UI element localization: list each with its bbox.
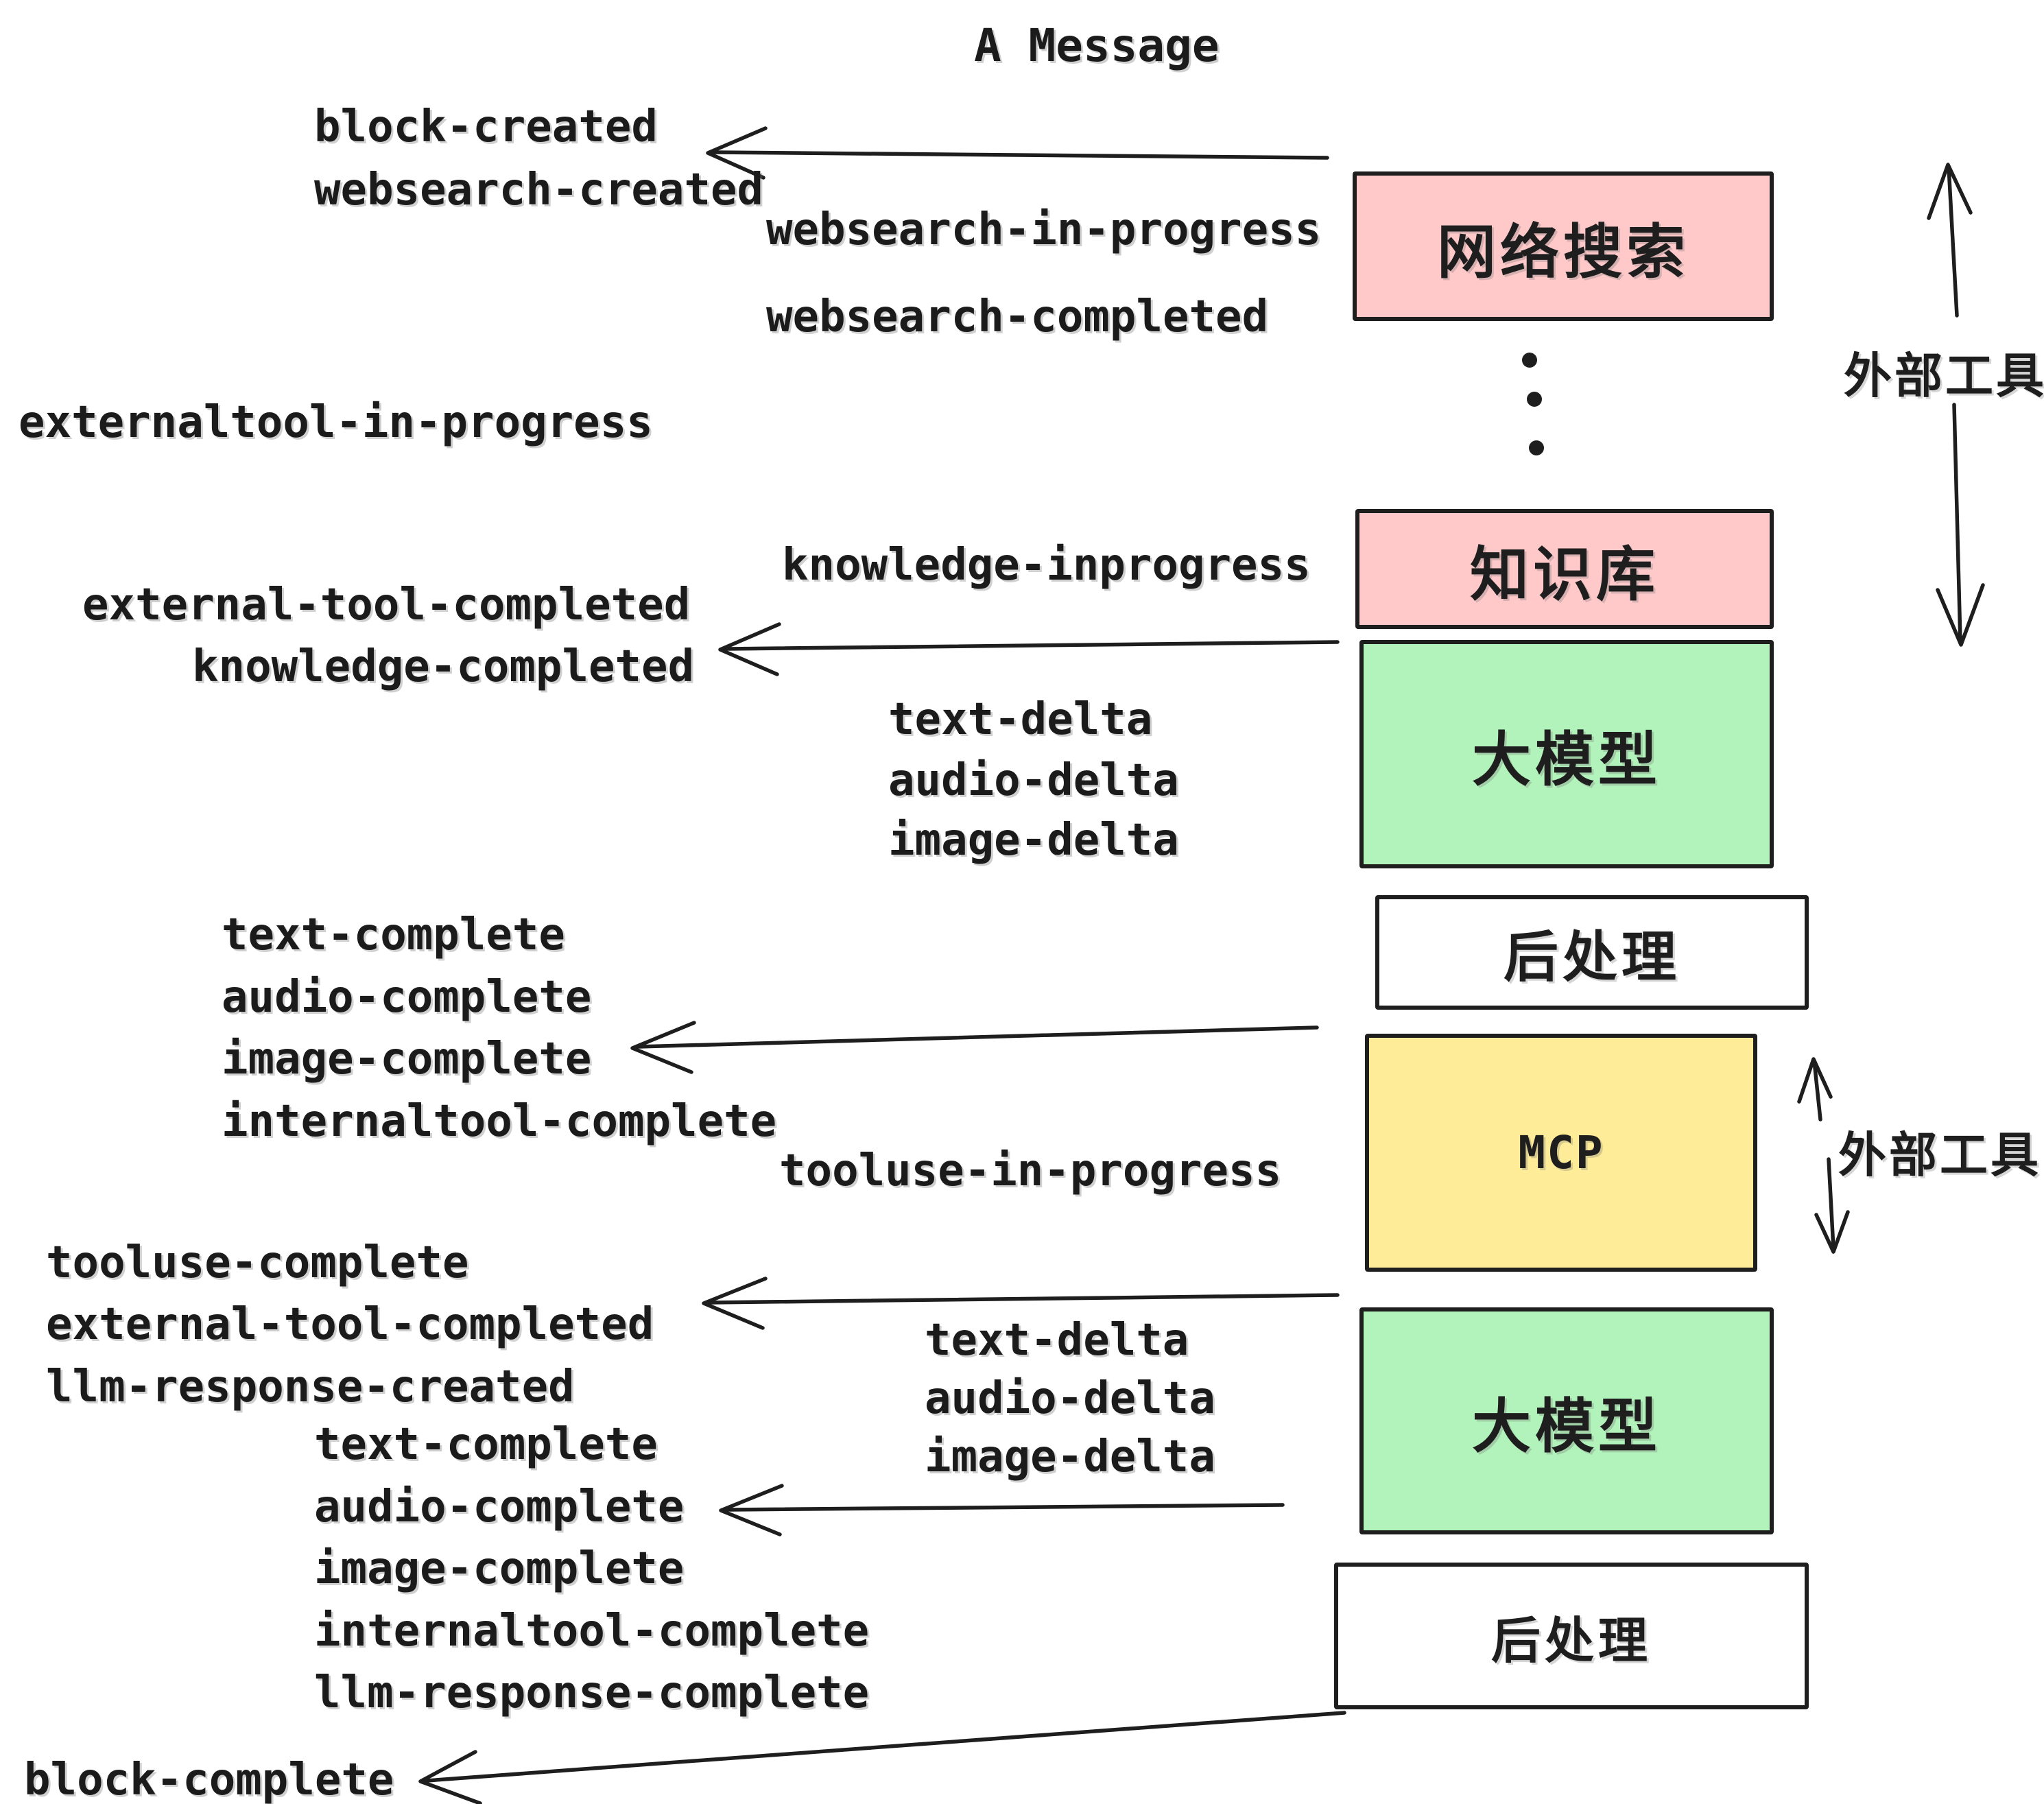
box-websearch-label: 网络搜索 <box>1437 217 1689 287</box>
event-label-tooluse-complete: tooluse-complete <box>46 1237 469 1288</box>
event-label-text-delta: text-delta <box>888 694 1153 745</box>
event-label-audio-delta-2: audio-delta <box>925 1373 1215 1424</box>
box-llm-1-label: 大模型 <box>1472 726 1661 794</box>
box-postprocess-2: 后处理 <box>1334 1563 1809 1709</box>
event-label-image-delta-2: image-delta <box>925 1432 1215 1482</box>
event-label-block-created: block-created <box>314 102 658 152</box>
box-postprocess-1: 后处理 <box>1375 895 1809 1010</box>
event-label-text-complete: text-complete <box>222 910 565 960</box>
event-label-external-tool-completed: external-tool-completed <box>82 580 691 630</box>
event-label-websearch-created: websearch-created <box>314 165 764 215</box>
event-label-audio-delta: audio-delta <box>888 755 1179 806</box>
event-label-knowledge-inprogress: knowledge-inprogress <box>782 540 1311 591</box>
arrow-image-complete <box>630 1021 1319 1074</box>
diagram-title: A Message <box>974 19 1220 72</box>
external-tools-bottom-label: 外部工具 <box>1838 1127 2041 1183</box>
event-label-internaltool-complete-2: internaltool-complete <box>314 1606 870 1657</box>
box-knowledge: 知识库 <box>1355 509 1774 629</box>
box-mcp: MCP <box>1365 1034 1757 1272</box>
box-postprocess-1-label: 后处理 <box>1504 925 1680 989</box>
box-mcp-label: MCP <box>1518 1126 1604 1179</box>
external-tools-top-label: 外部工具 <box>1844 348 2044 404</box>
event-label-text-complete-2: text-complete <box>314 1419 658 1470</box>
event-label-websearch-in-progress: websearch-in-progress <box>766 204 1322 255</box>
event-label-block-complete: block-complete <box>24 1755 394 1804</box>
box-websearch: 网络搜索 <box>1353 171 1774 321</box>
event-label-image-delta: image-delta <box>888 815 1179 866</box>
arrow-block-complete <box>418 1711 1346 1804</box>
box-llm-2-label: 大模型 <box>1472 1392 1661 1461</box>
ellipsis-dots <box>1522 353 1544 455</box>
arrow-audio-complete <box>719 1484 1285 1536</box>
external-tools-top-up-arrow <box>1927 163 1973 318</box>
arrow-websearch-created <box>706 126 1329 180</box>
event-label-external-tool-completed-2: external-tool-completed <box>46 1299 654 1350</box>
event-label-internaltool-complete: internaltool-complete <box>222 1096 777 1147</box>
box-llm-1: 大模型 <box>1359 640 1774 868</box>
box-knowledge-label: 知识库 <box>1470 541 1659 609</box>
event-label-image-complete: image-complete <box>222 1034 592 1084</box>
external-tools-bottom-up-arrow <box>1797 1057 1833 1121</box>
event-label-knowledge-completed: knowledge-completed <box>192 641 695 692</box>
arrow-knowledge-completed <box>718 622 1340 676</box>
box-postprocess-2-label: 后处理 <box>1490 1611 1652 1670</box>
event-label-llm-response-complete: llm-response-complete <box>314 1667 870 1718</box>
event-label-audio-complete: audio-complete <box>222 972 592 1023</box>
event-label-llm-response-created: llm-response-created <box>46 1362 575 1412</box>
event-label-websearch-completed: websearch-completed <box>766 292 1269 342</box>
event-label-externaltool-in-progress: externaltool-in-progress <box>19 397 653 448</box>
event-label-image-complete-2: image-complete <box>314 1543 685 1594</box>
event-label-tooluse-in-progress: tooluse-in-progress <box>779 1146 1282 1196</box>
box-llm-2: 大模型 <box>1359 1307 1774 1534</box>
event-label-text-delta-2: text-delta <box>925 1315 1189 1366</box>
event-label-audio-complete-2: audio-complete <box>314 1482 685 1532</box>
external-tools-top-down-arrow <box>1936 403 1985 647</box>
